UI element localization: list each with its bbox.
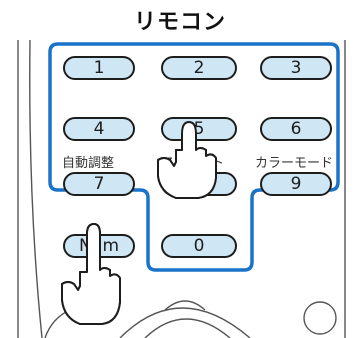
label-color-mode: カラーモード bbox=[255, 156, 334, 171]
side-button-right bbox=[303, 301, 337, 335]
page-title: リモコン bbox=[133, 10, 226, 35]
key-7[interactable]: 7 bbox=[63, 172, 135, 196]
label-aspect: アスペクト bbox=[160, 156, 225, 171]
key-8[interactable]: 8 bbox=[161, 172, 237, 196]
key-1[interactable]: 1 bbox=[63, 56, 135, 80]
dpad-inner-ring bbox=[144, 318, 231, 338]
key-2[interactable]: 2 bbox=[161, 56, 237, 80]
key-0[interactable]: 0 bbox=[161, 234, 237, 258]
key-3[interactable]: 3 bbox=[260, 56, 332, 80]
dpad-up-arrow bbox=[164, 300, 206, 311]
dpad-outer-ring bbox=[119, 307, 251, 338]
num-key[interactable]: Num bbox=[63, 234, 135, 258]
highlight-frame bbox=[48, 42, 340, 272]
key-6[interactable]: 6 bbox=[260, 117, 332, 141]
key-5[interactable]: 5 bbox=[161, 117, 237, 141]
remote-edge-inner bbox=[29, 39, 43, 338]
key-4[interactable]: 4 bbox=[63, 117, 135, 141]
label-auto-adjust: 自動調整 bbox=[62, 156, 115, 171]
key-9[interactable]: 9 bbox=[260, 172, 332, 196]
